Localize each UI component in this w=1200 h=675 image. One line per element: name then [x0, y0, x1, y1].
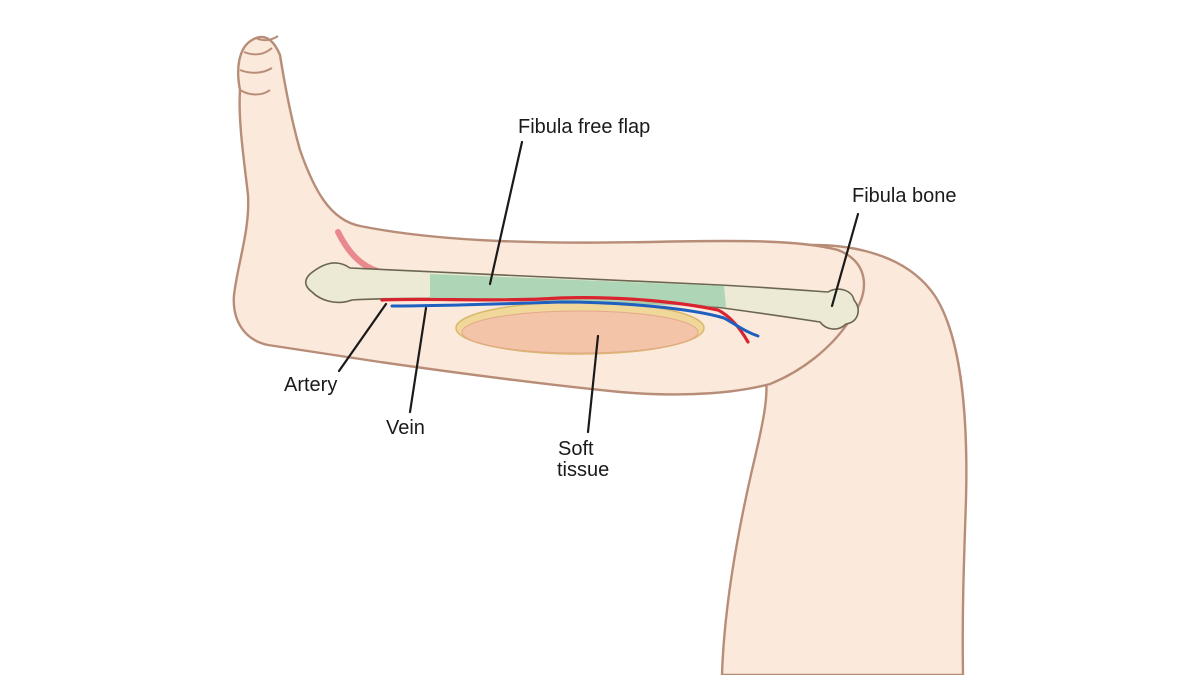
soft-tissue — [461, 310, 699, 354]
label-fibula-free-flap: Fibula free flap — [518, 116, 650, 138]
leader-artery — [337, 302, 388, 373]
toes — [239, 35, 279, 96]
leader-fibula-bone — [830, 212, 860, 308]
leader-fibula-free-flap — [488, 140, 524, 286]
leader-soft-tissue — [586, 334, 600, 434]
label-vein: Vein — [386, 417, 425, 439]
label-soft-tissue-line1: Soft — [558, 438, 594, 460]
label-artery: Artery — [284, 374, 337, 396]
label-fibula-bone: Fibula bone — [852, 185, 957, 207]
vein-vessel — [390, 300, 760, 338]
label-soft-tissue-line2: tissue — [557, 459, 609, 481]
leader-vein — [408, 306, 428, 414]
artery-vessel — [380, 296, 750, 344]
